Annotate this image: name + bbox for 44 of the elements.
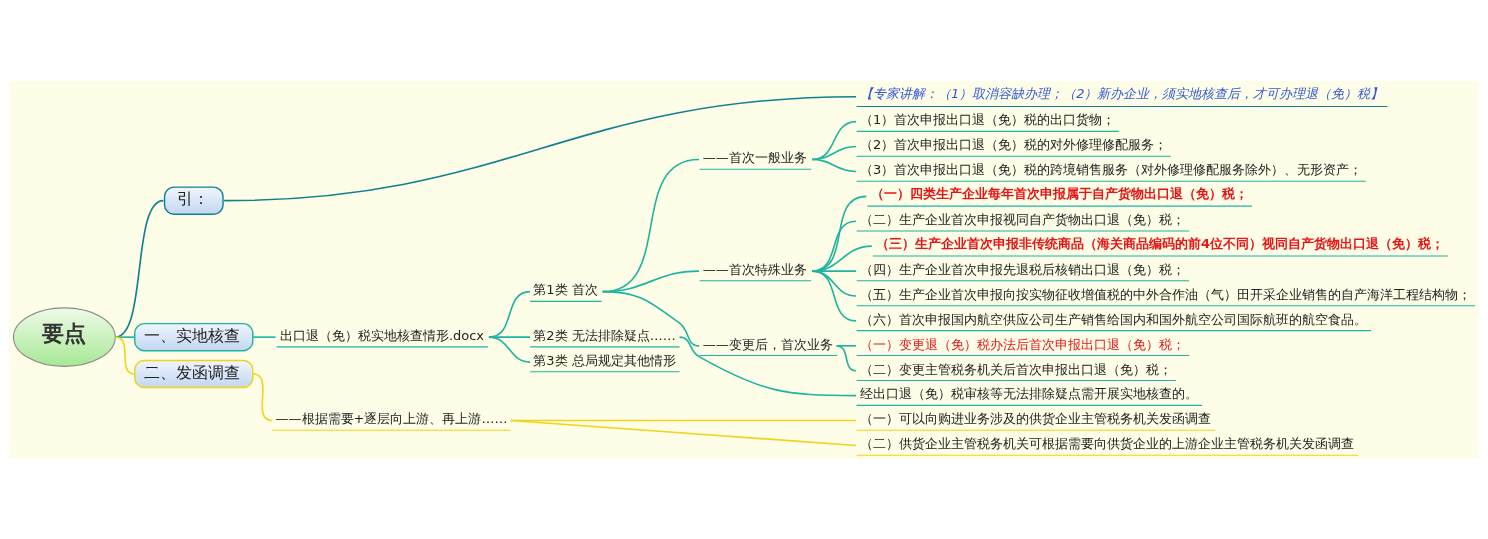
- node-text: ——首次一般业务: [702, 149, 807, 165]
- connector: [678, 335, 857, 396]
- node-text: （2）首次申报出口退（免）税的对外修理修配服务；: [859, 136, 1168, 152]
- connector: [223, 95, 857, 201]
- node-text: 第1类 首次: [533, 281, 598, 297]
- node-ellipse: 要点: [12, 306, 116, 367]
- node-text: 【专家讲解：（1）取消容缺办理；（2）新办企业，须实地核查后，才可办理退（免）税】: [859, 85, 1384, 101]
- connector: [835, 344, 857, 372]
- connector: [114, 335, 136, 375]
- node-text: 第2类 无法排除疑点……: [533, 327, 676, 343]
- node-text: （一）变更退（免）税办法后首次申报出口退（免）税；: [859, 336, 1185, 352]
- node-text: ——首次特殊业务: [702, 261, 807, 277]
- node-text: 出口退（免）税实地核查情形.docx: [279, 327, 485, 343]
- connector: [114, 199, 165, 338]
- connector: [811, 269, 857, 322]
- node-text: （五）生产企业首次申报向按实物征收增值税的中外合作油（气）田开采企业销售的自产海洋工程结构物；: [859, 286, 1471, 302]
- node-box: 一、实地核查: [134, 322, 254, 351]
- connector: [811, 120, 857, 160]
- node-text: （四）生产企业首次申报先退税后核销出口退（免）税；: [859, 261, 1185, 277]
- connector: [252, 335, 277, 338]
- connector: [811, 269, 857, 297]
- connector: [601, 290, 700, 347]
- node-text: （二）生产企业首次申报视同自产货物出口退（免）税；: [859, 211, 1185, 227]
- connector: [114, 335, 136, 338]
- node-text: （一）四类生产企业每年首次申报属于自产货物出口退（免）税；: [870, 185, 1248, 201]
- node-text: （三）生产企业首次申报非传统商品（海关商品编码的前4位不同）视同自产货物出口退（免）税；: [876, 235, 1445, 251]
- connector: [488, 335, 531, 338]
- connector: [811, 158, 857, 172]
- node-text: （二）变更主管税务机关后首次申报出口退（免）税；: [859, 361, 1172, 377]
- node-text: （一）可以向购进业务涉及的供货企业主管税务机关发函调查: [859, 410, 1211, 426]
- node-text: 经出口退（免）税审核等无法排除疑点需开展实地核查的。: [859, 385, 1198, 401]
- node-box: 二、发函调查: [134, 359, 254, 388]
- node-text: （1）首次申报出口退（免）税的出口货物；: [859, 111, 1116, 127]
- node-text: 第3类 总局规定其他情形: [533, 352, 676, 368]
- node-text: ——变更后，首次业务: [702, 336, 833, 352]
- node-box: 引：: [163, 185, 224, 215]
- node-text: （六）首次申报国内航空供应公司生产销售给国内和国外航空公司国际航班的航空食品。: [859, 311, 1367, 327]
- connector: [488, 335, 531, 363]
- node-text: ——根据需要+逐层向上游、再上游……: [275, 410, 508, 426]
- connector: [488, 290, 531, 338]
- connector: [252, 372, 274, 421]
- node-text: （3）首次申报出口退（免）税的跨境销售服务（对外修理修配服务除外）、无形资产；: [859, 161, 1363, 177]
- connector: [509, 419, 857, 446]
- node-text: （二）供货企业主管税务机关可根据需要向供货企业的上游企业主管税务机关发函调查: [859, 435, 1354, 451]
